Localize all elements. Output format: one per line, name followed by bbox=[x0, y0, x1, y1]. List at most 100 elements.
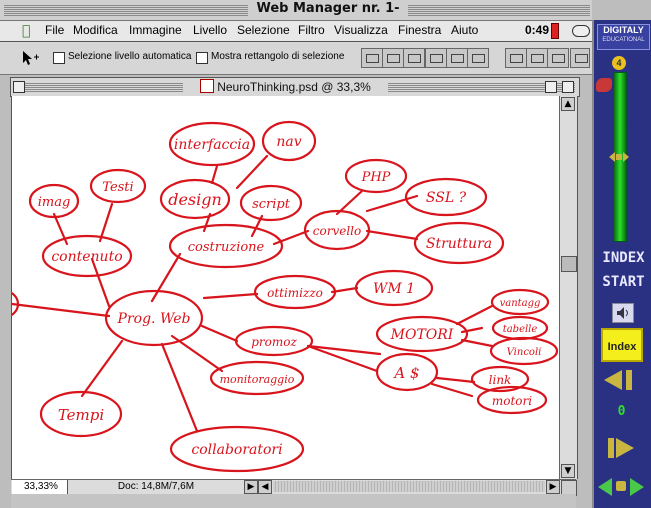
node-vincoli-outline bbox=[489, 336, 559, 366]
home-icon[interactable] bbox=[616, 481, 626, 491]
menu-visualizza[interactable]: Visualizza bbox=[334, 23, 388, 37]
menu-bar:  File Modifica Immagine Livello Selezio… bbox=[0, 21, 592, 42]
node-ottimizzo: ottimizzo bbox=[267, 286, 323, 300]
volume-level-badge: 4 bbox=[612, 56, 626, 70]
node-adollar: A $ bbox=[392, 364, 419, 382]
align-left-button[interactable] bbox=[425, 48, 447, 68]
next-page-icon[interactable] bbox=[630, 478, 644, 496]
horizontal-scrollbar[interactable]: 33,33% Doc: 14,8M/7,6M ▶ ◀ ▶ bbox=[11, 479, 577, 496]
index-button[interactable]: Index bbox=[601, 328, 643, 362]
link-promoz-motori bbox=[306, 344, 382, 356]
start-label[interactable]: START bbox=[602, 274, 645, 290]
menu-filtro[interactable]: Filtro bbox=[298, 23, 325, 37]
node-wm1: WM 1 bbox=[373, 281, 415, 297]
node-link: link bbox=[489, 373, 512, 387]
node-nav: nav bbox=[276, 134, 301, 150]
node-costruzione: costruzione bbox=[188, 240, 265, 255]
menu-finestra[interactable]: Finestra bbox=[398, 23, 442, 37]
psd-file-icon bbox=[200, 79, 215, 93]
app-switcher-icon[interactable] bbox=[572, 25, 590, 37]
link-design-interfaccia bbox=[210, 164, 219, 185]
align-bottom-button[interactable] bbox=[403, 48, 425, 68]
node-ssl: SSL ? bbox=[426, 190, 467, 206]
horizontal-scroll-track[interactable] bbox=[273, 481, 545, 492]
node-collaboratori-outline bbox=[169, 425, 305, 473]
prev-page-icon[interactable] bbox=[598, 478, 612, 496]
close-box-icon[interactable] bbox=[13, 81, 25, 93]
node-script-outline bbox=[239, 184, 303, 222]
doc-size-info: Doc: 14,8M/7,6M bbox=[117, 481, 195, 492]
menu-selezione[interactable]: Selezione bbox=[237, 23, 290, 37]
node-contenuto: contenuto bbox=[51, 249, 122, 265]
node-testi: Testi bbox=[102, 180, 133, 195]
node-imag: imag bbox=[38, 195, 71, 210]
menu-file[interactable]: File bbox=[45, 23, 65, 37]
link-center-ottimizzo bbox=[202, 292, 259, 300]
move-tool-icon[interactable] bbox=[20, 49, 40, 67]
document-canvas[interactable]: interfaccia nav design script PHP SSL ? … bbox=[11, 96, 560, 479]
status-arrow-icon[interactable]: ▶ bbox=[244, 480, 258, 494]
menu-modifica[interactable]: Modifica bbox=[73, 23, 118, 37]
volume-slider-thumb[interactable] bbox=[609, 148, 629, 162]
node-tabelle: tabelle bbox=[503, 324, 538, 335]
scroll-down-icon[interactable]: ▼ bbox=[561, 464, 575, 478]
scroll-left-icon[interactable]: ◀ bbox=[258, 480, 272, 494]
brand-line2: EDUCATIONAL bbox=[602, 37, 645, 43]
align-hcenter-button[interactable] bbox=[446, 48, 468, 68]
node-tempi-outline bbox=[39, 390, 123, 438]
align-top-button[interactable] bbox=[361, 48, 383, 68]
menu-livello[interactable]: Livello bbox=[193, 23, 228, 37]
collapse-box-icon[interactable] bbox=[562, 81, 574, 93]
menu-aiuto[interactable]: Aiuto bbox=[451, 23, 479, 37]
scroll-up-icon[interactable]: ▲ bbox=[561, 97, 575, 111]
rewind-icon[interactable] bbox=[604, 370, 622, 390]
node-testi-outline bbox=[89, 168, 147, 204]
apple-menu-icon[interactable]:  bbox=[22, 23, 30, 39]
link-left-offscreen bbox=[12, 302, 111, 318]
distribute-center-button[interactable] bbox=[526, 48, 548, 68]
link-center-collaboratori bbox=[160, 342, 199, 433]
zoom-box-icon[interactable] bbox=[545, 81, 557, 93]
link-contenuto-testi bbox=[98, 202, 114, 243]
window-title: Web Manager nr. 1- bbox=[248, 1, 408, 16]
node-nav-outline bbox=[261, 120, 317, 162]
mind-map: interfaccia nav design script PHP SSL ? … bbox=[12, 120, 559, 473]
link-corvello-ssl bbox=[365, 194, 419, 213]
battery-icon bbox=[551, 23, 559, 39]
node-costruzione-outline bbox=[168, 223, 284, 269]
align-vcenter-button[interactable] bbox=[382, 48, 404, 68]
link-adollar-motori bbox=[430, 382, 474, 398]
node-design-outline bbox=[159, 178, 231, 220]
node-ottimizzo-outline bbox=[253, 274, 337, 310]
link-center-tempi bbox=[80, 339, 124, 398]
link-center-monitoraggio bbox=[170, 334, 224, 373]
speaker-icon[interactable] bbox=[612, 303, 634, 323]
link-center-promoz bbox=[200, 324, 239, 343]
node-imag-outline bbox=[28, 183, 80, 219]
show-bounds-checkbox[interactable] bbox=[196, 52, 208, 64]
node-php-outline bbox=[344, 158, 408, 194]
node-motori-outline bbox=[375, 315, 469, 353]
lips-icon bbox=[596, 78, 612, 92]
node-ssl-outline bbox=[404, 177, 488, 217]
page-counter: 0 bbox=[617, 404, 626, 419]
document-title-bar[interactable]: NeuroThinking.psd @ 33,3% (RGB) bbox=[10, 77, 580, 108]
scroll-right-icon[interactable]: ▶ bbox=[546, 480, 560, 494]
distribute-bottom-button[interactable] bbox=[547, 48, 569, 68]
vertical-scrollbar[interactable]: ▲ ▼ bbox=[559, 96, 578, 479]
auto-select-layer-checkbox[interactable] bbox=[53, 52, 65, 64]
distribute-top-button[interactable] bbox=[505, 48, 527, 68]
menu-immagine[interactable]: Immagine bbox=[129, 23, 182, 37]
window-title-bar[interactable]: Web Manager nr. 1- bbox=[0, 0, 592, 21]
link-ottimizzo-wm1 bbox=[330, 286, 359, 294]
vertical-scroll-thumb[interactable] bbox=[561, 256, 577, 272]
align-right-button[interactable] bbox=[467, 48, 489, 68]
show-bounds-label: Mostra rettangolo di selezione bbox=[211, 51, 345, 62]
node-collaboratori: collaboratori bbox=[191, 442, 282, 458]
distribute-left-button[interactable] bbox=[570, 48, 590, 68]
forward-icon[interactable] bbox=[616, 438, 634, 458]
node-interfaccia: interfaccia bbox=[174, 137, 250, 153]
auto-select-layer-label: Selezione livello automatica bbox=[68, 51, 192, 62]
node-contenuto-outline bbox=[41, 234, 133, 278]
zoom-field[interactable]: 33,33% bbox=[12, 480, 68, 494]
